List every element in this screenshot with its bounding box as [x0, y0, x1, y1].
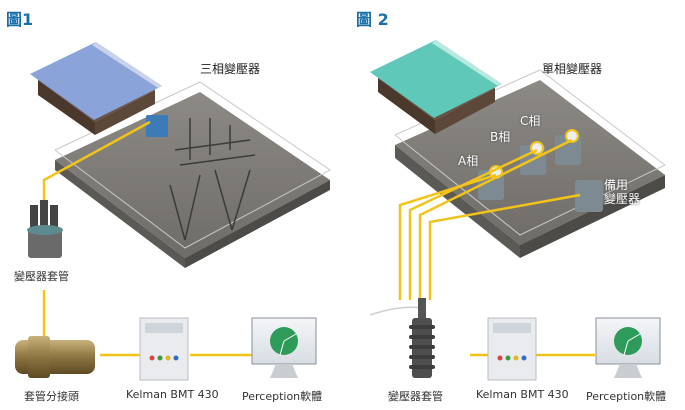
roof-teal — [370, 40, 502, 118]
figure2-substation — [370, 40, 666, 258]
figure1-bushing — [27, 200, 63, 258]
figure1-software-label: Perception軟體 — [242, 390, 323, 403]
three-phase-transformer — [146, 115, 168, 137]
figure2-software-label: Perception軟體 — [586, 390, 667, 403]
figure1-substation — [30, 42, 331, 268]
figure1-tap-label: 套管分接頭 — [24, 390, 79, 403]
figure2-device-label: Kelman BMT 430 — [476, 388, 569, 401]
phase-a-label: A相 — [458, 154, 479, 168]
figure1-bushing-tap — [15, 336, 95, 378]
figure2-transformer-label: 單相變壓器 — [542, 62, 603, 76]
figure1-bushing-label: 變壓器套管 — [14, 270, 69, 283]
figure2-monitor — [595, 317, 661, 378]
figure1-cables — [42, 120, 255, 357]
figure1-device-label: Kelman BMT 430 — [126, 388, 219, 401]
figure1-title: 圖1 — [6, 10, 34, 29]
figure1-monitor — [251, 317, 317, 378]
figure2-bushing — [369, 298, 435, 378]
phase-b-label: B相 — [490, 130, 511, 144]
figure2-bushing-label: 變壓器套管 — [388, 390, 443, 403]
spare-label-line1: 備用 — [604, 178, 629, 192]
figure2-title: 圖 2 — [356, 10, 389, 29]
figure1-kelman-device — [139, 317, 189, 381]
phase-c-label: C相 — [520, 114, 541, 128]
roof-blue — [30, 42, 162, 120]
figure2-cables — [398, 138, 595, 357]
figure2-kelman-device — [487, 317, 537, 381]
figure1-transformer-label: 三相變壓器 — [200, 62, 261, 76]
spare-label-line2: 變壓器 — [604, 192, 641, 206]
